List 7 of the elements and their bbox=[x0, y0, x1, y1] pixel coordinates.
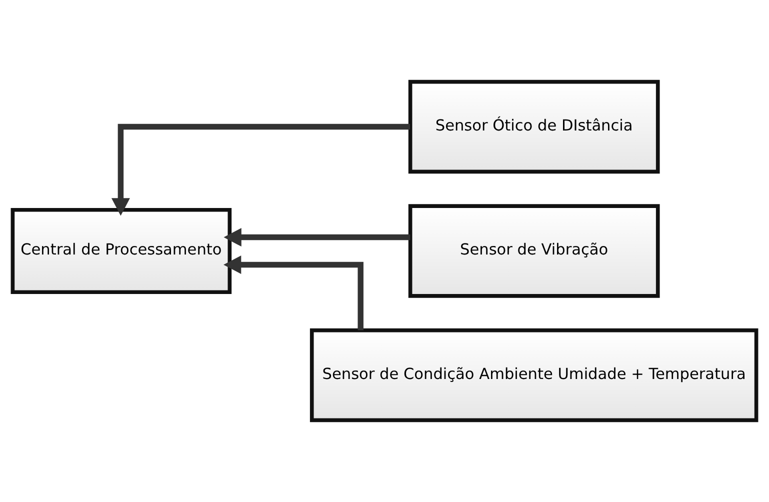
arrow bbox=[111, 124, 410, 216]
arrow bbox=[224, 228, 410, 247]
node-box: Sensor de Condição Ambiente Umidade + Temperatura bbox=[310, 328, 758, 422]
node-box: Sensor Ótico de DIstância bbox=[408, 80, 660, 174]
node-box: Central de Processamento bbox=[10, 208, 232, 294]
arrow bbox=[224, 255, 364, 330]
node-box: Sensor de Vibração bbox=[408, 204, 660, 298]
